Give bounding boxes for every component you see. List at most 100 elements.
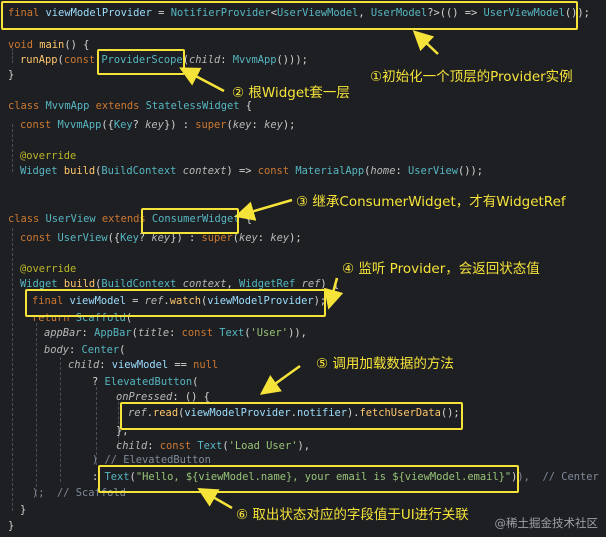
code-line-21: body: Center( (44, 343, 125, 358)
code-token: UserView (45, 213, 96, 225)
code-token: ( (244, 327, 251, 339)
code-token: : (169, 327, 182, 339)
annotation-note-1: ①初始化一个顶层的Provider实例 (370, 69, 573, 85)
code-token: fetchUserData (359, 407, 441, 419)
code-token: MaterialApp (295, 165, 365, 177)
code-token: ( (119, 344, 126, 356)
code-token: ). (347, 407, 360, 419)
indent-guide (12, 124, 13, 172)
indent-guide (60, 357, 61, 482)
annotation-note-6: ⑥ 取出状态对应的字段值于UI进行关联 (236, 507, 469, 523)
code-token: ); (313, 295, 327, 307)
code-token: ( (95, 165, 102, 177)
code-token: : (99, 359, 112, 371)
code-token: { (239, 100, 253, 112)
code-token: Widget (20, 278, 58, 290)
code-token: child (188, 54, 221, 66)
code-line-5: } (8, 69, 15, 81)
code-token: const (20, 119, 58, 131)
code-line-10: @override (20, 149, 76, 164)
code-token: ? (132, 119, 146, 131)
code-token: context (182, 165, 227, 177)
code-token: : (251, 119, 265, 131)
code-token: ( (129, 471, 136, 483)
indent-guide (12, 48, 13, 63)
code-token: ref (301, 278, 321, 290)
code-token: ( (200, 295, 208, 307)
code-token: key (264, 119, 283, 131)
code-token: ())); (276, 54, 308, 66)
code-token: const (257, 165, 296, 177)
code-token: super (201, 232, 233, 244)
code-token: ( (226, 119, 233, 131)
code-token: WidgetRef (239, 278, 296, 290)
code-token: UserViewModel (277, 7, 359, 19)
code-line-4: runApp(const ProviderScope(child: MvvmAp… (20, 53, 308, 68)
code-token: ) (511, 471, 518, 483)
code-token: ( (222, 440, 229, 452)
code-token: viewModelProvider (207, 295, 314, 307)
code-token: MvvmApp (57, 119, 102, 131)
code-token: extends (89, 100, 146, 112)
code-token: () { (64, 39, 90, 51)
code-token: AppBar (94, 327, 132, 339)
code-token: const (181, 327, 220, 339)
code-token: ? (92, 376, 105, 388)
code-line-24: onPressed: () { (116, 390, 210, 405)
code-token: @override (20, 263, 77, 275)
code-token: body (44, 344, 70, 356)
code-token: viewModel (69, 295, 126, 307)
code-token: Key (120, 232, 139, 244)
code-token: extends (95, 213, 152, 225)
code-token: ? (138, 232, 152, 244)
code-token: read (153, 407, 179, 419)
code-line-20: appBar: AppBar(title: const Text('User')… (44, 326, 307, 341)
code-token: : (220, 54, 233, 66)
code-token: ElevatedButton (104, 376, 193, 388)
code-token: UserView (407, 165, 459, 177)
indent-guide (96, 387, 97, 465)
code-token: key (232, 119, 252, 131)
code-token: null (193, 359, 219, 371)
code-token: , (358, 7, 371, 19)
code-token: ) // ElevatedButton (92, 454, 211, 466)
code-token: onPressed (116, 391, 173, 403)
code-line-28: ) // ElevatedButton (92, 453, 211, 468)
code-token: : (395, 165, 408, 177)
code-token: const (20, 232, 58, 244)
code-token: ) => (226, 165, 258, 177)
code-token: appBar (44, 327, 82, 339)
annotation-note-3: ③ 继承ConsumerWidget，才有WidgetRef (296, 194, 566, 210)
annotation-note-5: ⑤ 调用加载数据的方法 (316, 356, 454, 372)
code-line-31: } (20, 504, 27, 516)
code-token: = (151, 7, 171, 19)
code-token: ), // Center (517, 471, 599, 483)
code-token: UserModel (370, 7, 428, 19)
code-token: . (163, 295, 170, 307)
code-token: MvvmApp (232, 54, 277, 66)
code-token: ( (364, 165, 371, 177)
indent-guide (118, 402, 119, 448)
code-line-14: const UserView({Key? key}) : super(key: … (20, 231, 302, 246)
code-token: 'Load User' (228, 440, 298, 452)
code-token: : (172, 391, 185, 403)
code-token: runApp (20, 54, 58, 66)
code-token: ( (131, 327, 138, 339)
code-token: UserView (57, 232, 108, 244)
code-line-16: @override (20, 262, 76, 277)
indent-guide (36, 323, 37, 497)
code-token: Key (113, 119, 133, 131)
code-token: ( (192, 376, 199, 388)
code-token: ref (128, 407, 147, 419)
code-token: @override (20, 150, 77, 162)
code-token: < (270, 7, 278, 19)
code-token: : (69, 344, 82, 356)
code-token: ?> (427, 7, 440, 19)
code-token: "Hello, ${viewModel.name}, your email is… (135, 471, 512, 483)
code-token: child (68, 359, 100, 371)
code-token: key (151, 232, 171, 244)
code-token: (() => (439, 7, 484, 19)
code-line-8: const MvvmApp({Key? key}) : super(key: k… (20, 118, 295, 133)
